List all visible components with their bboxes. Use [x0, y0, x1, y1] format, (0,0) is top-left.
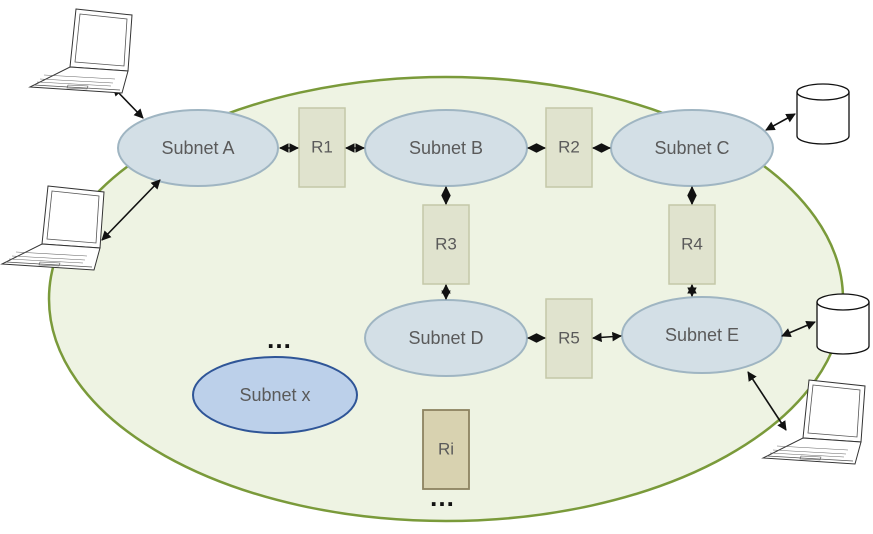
- link-r5-e: [592, 331, 622, 343]
- more-subnets-ellipsis: …: [266, 324, 292, 354]
- laptop-icon: [1, 185, 105, 271]
- router-r3-label: R3: [435, 234, 457, 253]
- subnet-x-label: Subnet x: [239, 385, 310, 405]
- router-r4[interactable]: R4: [668, 204, 716, 285]
- subnet-c[interactable]: Subnet C: [610, 109, 774, 187]
- subnet-b[interactable]: Subnet B: [364, 109, 528, 187]
- router-r1[interactable]: R1: [298, 107, 346, 188]
- subnet-a-label: Subnet A: [161, 138, 234, 158]
- subnet-b-label: Subnet B: [409, 138, 483, 158]
- link-e-db2: [781, 320, 816, 338]
- router-ri[interactable]: Ri: [422, 409, 470, 490]
- router-r2[interactable]: R2: [545, 107, 593, 188]
- router-r2-label: R2: [558, 137, 580, 156]
- router-r5[interactable]: R5: [545, 298, 593, 379]
- link-c-db1: [765, 113, 796, 131]
- router-r3[interactable]: R3: [422, 204, 470, 285]
- more-routers-ellipsis: …: [429, 482, 455, 512]
- subnet-c-label: Subnet C: [654, 138, 729, 158]
- link-e-laptop3: [747, 371, 787, 431]
- subnet-e[interactable]: Subnet E: [621, 296, 783, 374]
- connectors: [101, 86, 816, 431]
- subnet-d[interactable]: Subnet D: [364, 299, 528, 377]
- subnet-d-label: Subnet D: [408, 328, 483, 348]
- database-icon: [796, 83, 850, 145]
- router-r4-label: R4: [681, 234, 703, 253]
- laptop-icon: [29, 8, 133, 94]
- database-icon: [816, 293, 870, 355]
- router-r1-label: R1: [311, 137, 333, 156]
- router-ri-label: Ri: [438, 439, 454, 458]
- subnet-e-label: Subnet E: [665, 325, 739, 345]
- link-laptop2-a: [101, 179, 161, 241]
- subnet-a[interactable]: Subnet A: [117, 109, 279, 187]
- router-r5-label: R5: [558, 328, 580, 347]
- subnet-x[interactable]: Subnet x: [192, 356, 358, 434]
